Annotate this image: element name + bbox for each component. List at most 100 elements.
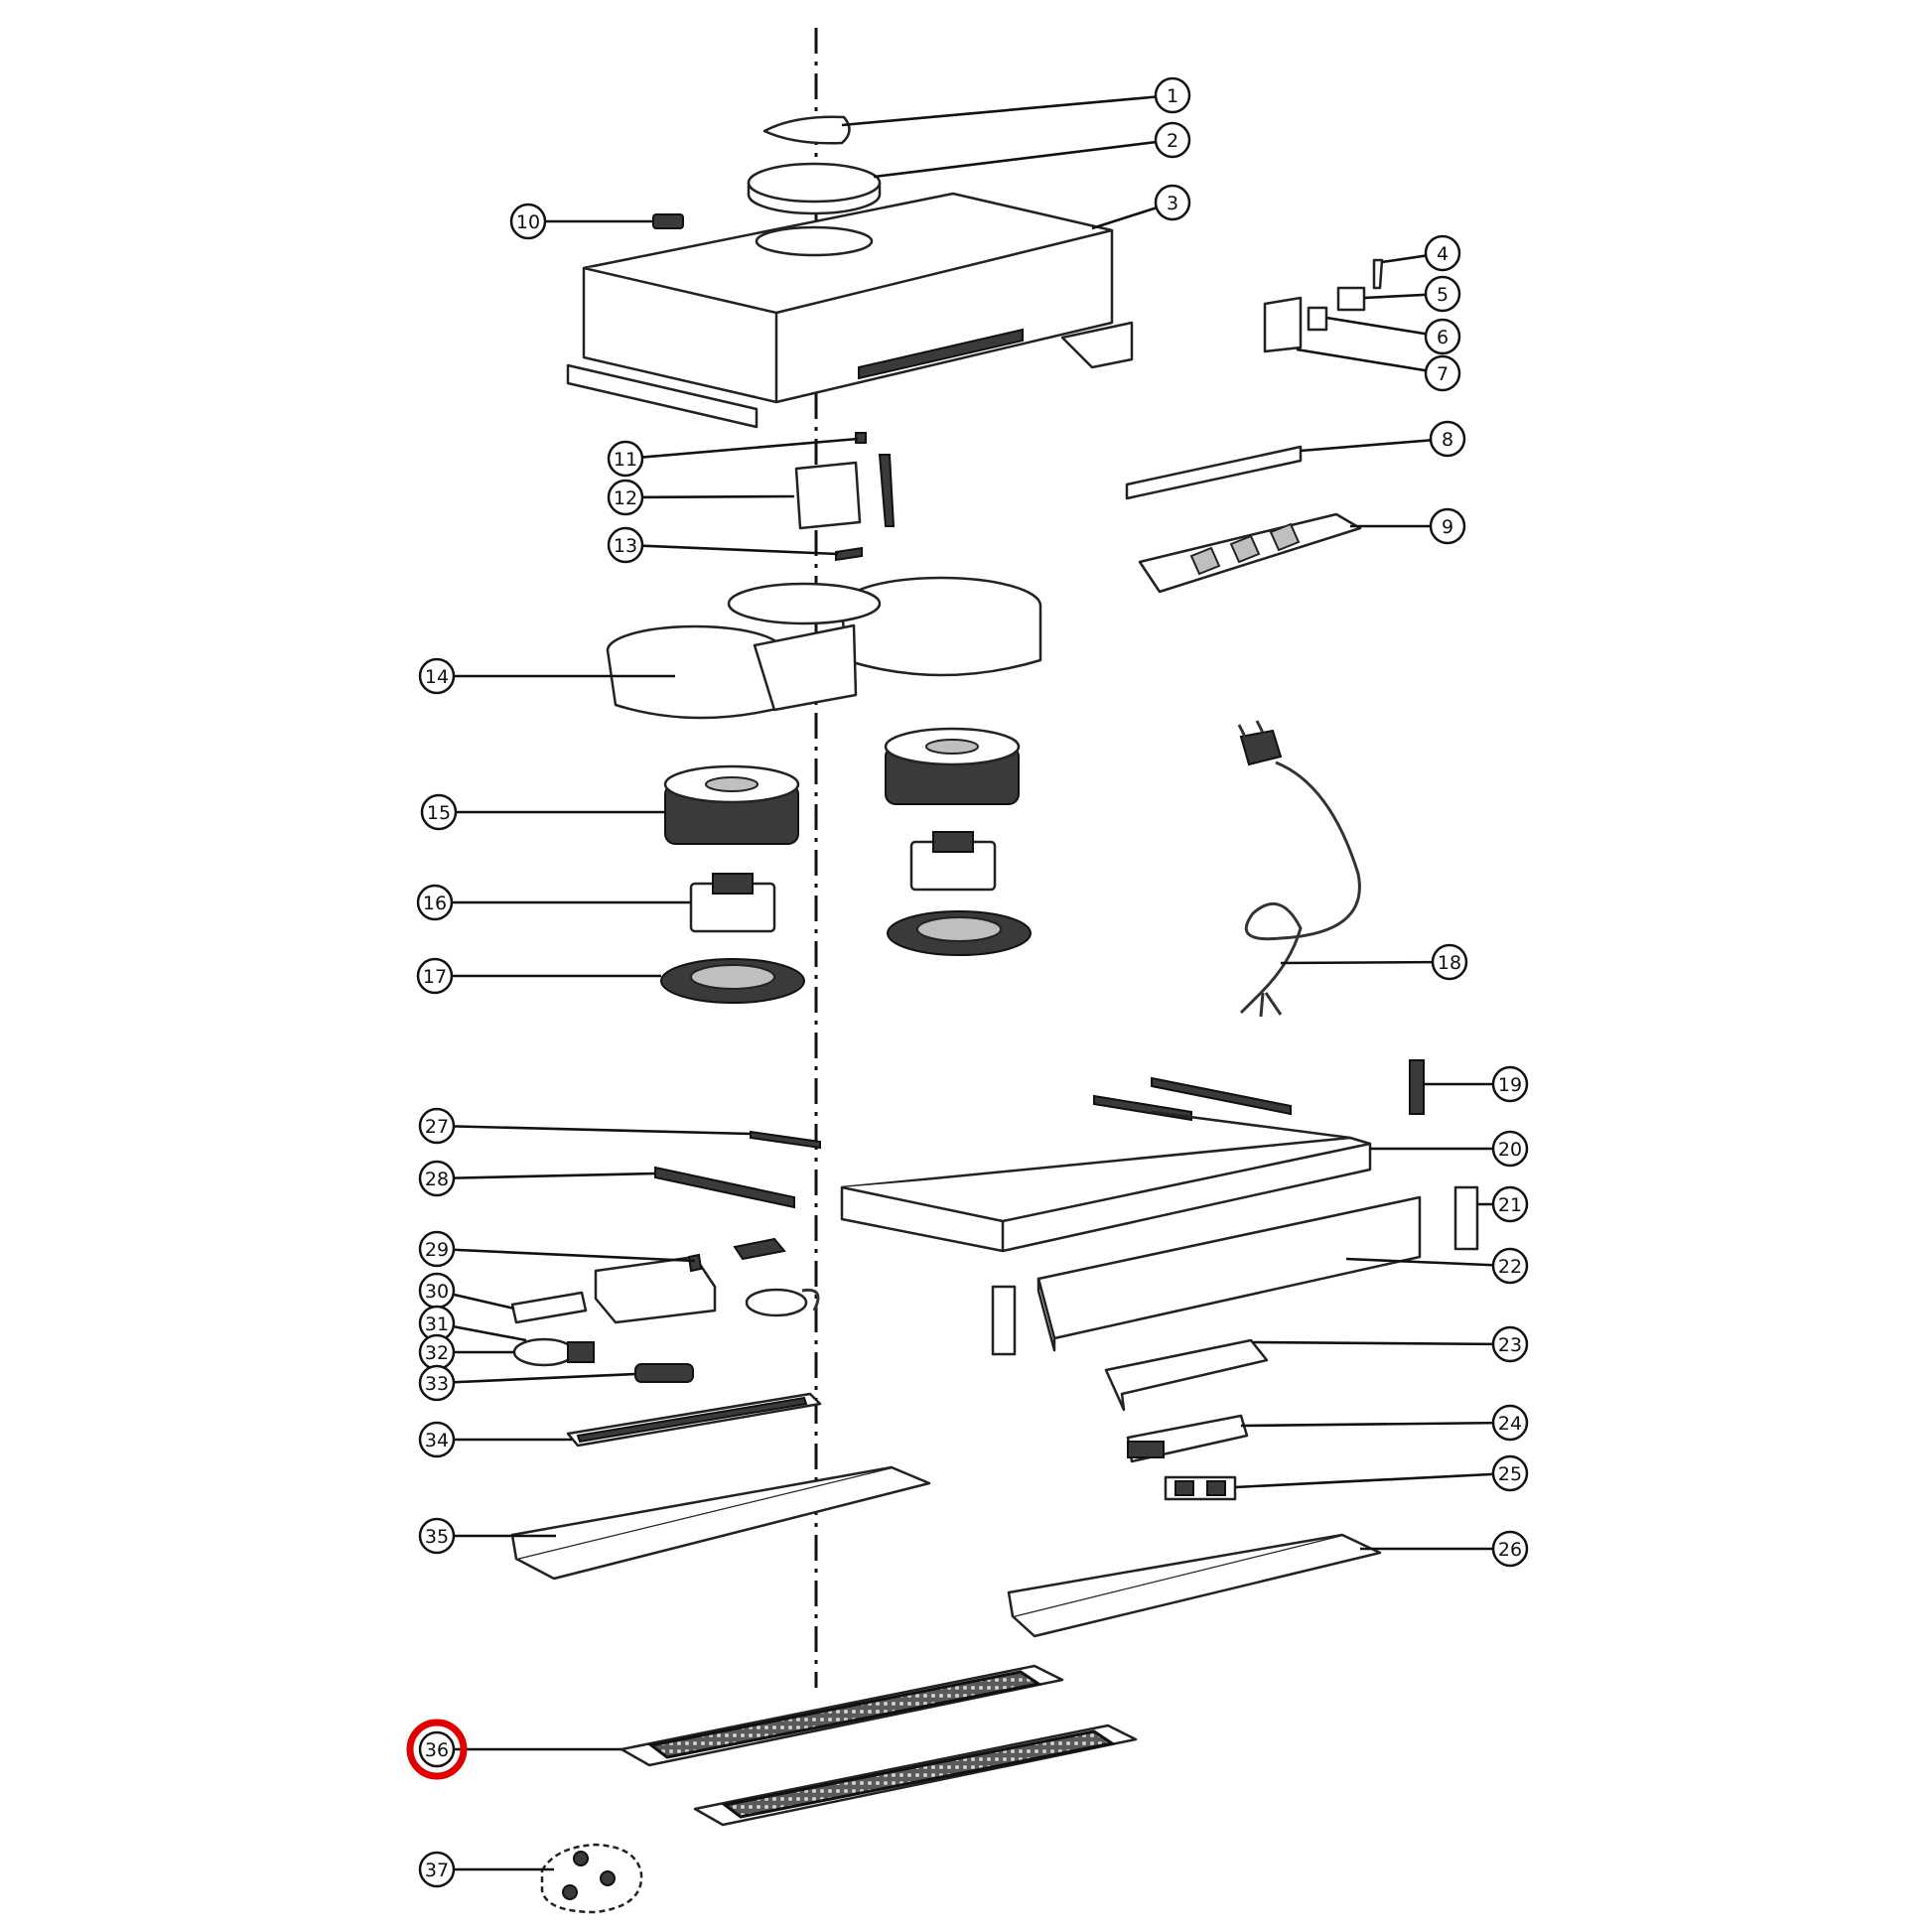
callout-label-19: 19: [1498, 1074, 1522, 1096]
part-bulb-left: [512, 1337, 595, 1367]
callout-bubble-14: [418, 657, 456, 695]
callout-label-26: 26: [1498, 1539, 1522, 1561]
callout-label-7: 7: [1437, 363, 1449, 385]
part-rail-left: [510, 1465, 931, 1581]
callout-bubble-7: [1424, 354, 1461, 392]
callout-label-24: 24: [1498, 1413, 1522, 1435]
part-blower-housing: [606, 576, 1042, 720]
callout-bubble-10: [509, 203, 547, 240]
part-collar: [747, 162, 882, 215]
callout-label-2: 2: [1167, 130, 1178, 152]
parts-layer: [510, 115, 1479, 1914]
leader-line-12: [624, 494, 795, 499]
callout-bubble-37: [418, 1851, 456, 1888]
leader-line-13: [624, 543, 839, 556]
leader-line-22: [1345, 1257, 1511, 1268]
callout-label-28: 28: [425, 1169, 449, 1190]
part-side-strip: [1453, 1185, 1479, 1251]
callout-label-6: 6: [1437, 327, 1449, 348]
callout-label-31: 31: [425, 1313, 449, 1335]
callout-label-1: 1: [1167, 85, 1178, 107]
callout-bubble-9: [1429, 507, 1466, 545]
callout-label-14: 14: [425, 666, 449, 688]
part-small-plate: [510, 1291, 588, 1324]
leader-line-1: [841, 93, 1173, 127]
part-rail-right: [1007, 1533, 1382, 1638]
callout-label-3: 3: [1167, 193, 1178, 214]
part-switch-group: [1263, 258, 1384, 353]
callout-label-32: 32: [425, 1342, 449, 1364]
callout-bubble-13: [607, 526, 644, 564]
callout-bubble-28: [418, 1160, 456, 1197]
callout-label-15: 15: [427, 802, 451, 824]
callout-bubble-33: [418, 1364, 456, 1402]
callout-bubble-18: [1431, 943, 1468, 981]
part-front-panel: [1036, 1195, 1422, 1352]
callout-bubble-15: [420, 793, 458, 831]
callout-label-21: 21: [1498, 1194, 1522, 1216]
callout-label-11: 11: [614, 449, 637, 471]
leader-line-7: [1296, 347, 1444, 375]
part-screw-bag: [540, 1843, 643, 1914]
callout-bubble-29: [418, 1230, 456, 1268]
part-motor-left: [689, 873, 776, 933]
callout-label-20: 20: [1498, 1139, 1522, 1161]
callout-bubble-4: [1424, 234, 1461, 272]
part-vertical-bracket: [1409, 1059, 1425, 1115]
part-strip: [1125, 445, 1303, 500]
part-grease-filter-2: [693, 1724, 1138, 1827]
part-flap: [762, 115, 851, 145]
callout-bubble-19: [1491, 1065, 1529, 1103]
callout-bubble-16: [416, 884, 454, 921]
callout-bubble-1: [1154, 76, 1191, 114]
part-louvre-strip: [566, 1392, 822, 1448]
callout-label-36: 36: [425, 1739, 449, 1761]
callout-label-33: 33: [425, 1373, 449, 1395]
callout-label-16: 16: [423, 893, 447, 914]
part-rod: [750, 1130, 821, 1150]
callout-bubble-11: [607, 440, 644, 478]
callout-label-29: 29: [425, 1239, 449, 1261]
callout-layer: 1234567891011121314151617181920212223242…: [416, 76, 1529, 1888]
callout-bubble-26: [1491, 1530, 1529, 1568]
callout-label-5: 5: [1437, 284, 1449, 306]
callout-label-37: 37: [425, 1860, 449, 1881]
callout-label-23: 23: [1498, 1334, 1522, 1356]
part-button-panel: [1164, 1475, 1237, 1501]
part-bulb-right: [745, 1288, 820, 1317]
part-switch-block: [1126, 1414, 1249, 1463]
callout-label-8: 8: [1442, 429, 1453, 451]
part-lower-frame: [840, 1076, 1372, 1253]
callout-bubble-5: [1424, 275, 1461, 313]
part-electronic-box: [594, 1237, 786, 1324]
callout-label-27: 27: [425, 1116, 449, 1138]
callout-bubble-36: [418, 1730, 456, 1768]
callout-bubble-6: [1424, 318, 1461, 355]
highlight-ring: [406, 1719, 468, 1780]
leader-line-29: [436, 1247, 696, 1263]
callout-label-13: 13: [614, 535, 637, 557]
leader-line-6: [1325, 316, 1444, 339]
part-clip: [652, 213, 684, 229]
leader-line-2: [873, 138, 1173, 179]
callout-bubble-35: [418, 1517, 456, 1555]
callout-bubble-3: [1154, 184, 1191, 221]
part-fan-left: [663, 764, 800, 845]
callout-bubble-22: [1491, 1247, 1529, 1285]
callout-label-4: 4: [1437, 243, 1449, 265]
part-bar: [654, 1166, 795, 1209]
callout-label-22: 22: [1498, 1256, 1522, 1278]
callout-bubble-21: [1491, 1185, 1529, 1223]
leader-line-8: [1300, 437, 1449, 453]
leader-line-27: [436, 1124, 752, 1136]
leader-line-23: [1252, 1340, 1511, 1346]
part-grease-filter-1: [620, 1664, 1064, 1767]
leader-line-28: [436, 1172, 656, 1180]
leader-line-33: [436, 1372, 636, 1385]
leader-line-11: [624, 437, 859, 461]
part-main-housing: [566, 192, 1134, 429]
callout-label-34: 34: [425, 1430, 449, 1451]
part-lamp-plate: [1104, 1338, 1269, 1412]
leader-line-25: [1234, 1471, 1511, 1489]
part-power-cord: [1237, 720, 1361, 1018]
